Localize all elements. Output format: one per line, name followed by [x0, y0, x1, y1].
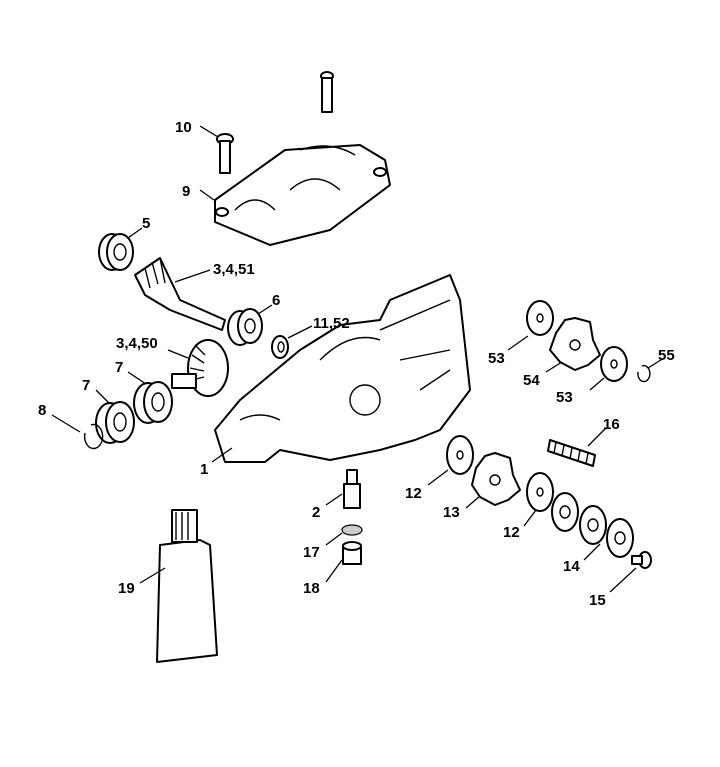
part-7-bearing-a — [133, 381, 173, 424]
callout-16: 16 — [603, 416, 620, 433]
part-screw-top — [320, 71, 334, 113]
callout-19: 19 — [118, 580, 135, 597]
callout-7a: 7 — [115, 359, 123, 376]
callout-3-4-51: 3,4,51 — [213, 261, 255, 278]
part-13-sprocket — [471, 452, 521, 506]
callout-17: 17 — [303, 544, 320, 561]
callout-12b: 12 — [503, 524, 520, 541]
part-16-stud — [547, 439, 596, 467]
part-8-circlip — [83, 423, 104, 450]
part-3-4-50-gear — [171, 339, 229, 397]
callout-18: 18 — [303, 580, 320, 597]
callout-9: 9 — [182, 183, 190, 200]
part-54-sprocket — [549, 317, 601, 371]
callout-15: 15 — [589, 592, 606, 609]
callout-53a: 53 — [488, 350, 505, 367]
callout-1: 1 — [200, 461, 208, 478]
part-55-circlip — [637, 364, 651, 383]
part-12-washer-b — [526, 472, 554, 512]
part-5-bearing — [98, 233, 134, 271]
callout-2: 2 — [312, 504, 320, 521]
callout-13: 13 — [443, 504, 460, 521]
part-53-washer-a — [526, 300, 554, 336]
callout-7b: 7 — [82, 377, 90, 394]
callout-5: 5 — [142, 215, 150, 232]
part-7-bearing-b — [95, 401, 135, 444]
callout-53b: 53 — [556, 389, 573, 406]
part-14-washers — [551, 492, 634, 558]
callout-10: 10 — [175, 119, 192, 136]
callout-8: 8 — [38, 402, 46, 419]
part-1-housing — [214, 274, 471, 463]
part-11-52-ring — [271, 335, 289, 359]
part-19-grease-tube — [156, 509, 218, 663]
part-6-bearing — [227, 308, 263, 346]
callout-54: 54 — [523, 372, 540, 389]
part-53-washer-b — [600, 346, 628, 382]
callout-14: 14 — [563, 558, 580, 575]
part-2-pin — [343, 469, 361, 509]
part-3-4-51-pinion — [134, 257, 226, 331]
part-10-screw — [216, 133, 234, 174]
part-17-mesh — [341, 524, 363, 536]
part-12-washer-a — [446, 435, 474, 475]
callout-55: 55 — [658, 347, 675, 364]
callout-6: 6 — [272, 292, 280, 309]
leader-lines — [51, 125, 665, 593]
part-18-sleeve — [342, 541, 362, 565]
part-15-screw — [631, 551, 652, 569]
callout-12a: 12 — [405, 485, 422, 502]
part-9-cover — [214, 144, 391, 246]
callout-11-52: 11,52 — [313, 315, 350, 332]
callout-3-4-50: 3,4,50 — [116, 335, 158, 352]
